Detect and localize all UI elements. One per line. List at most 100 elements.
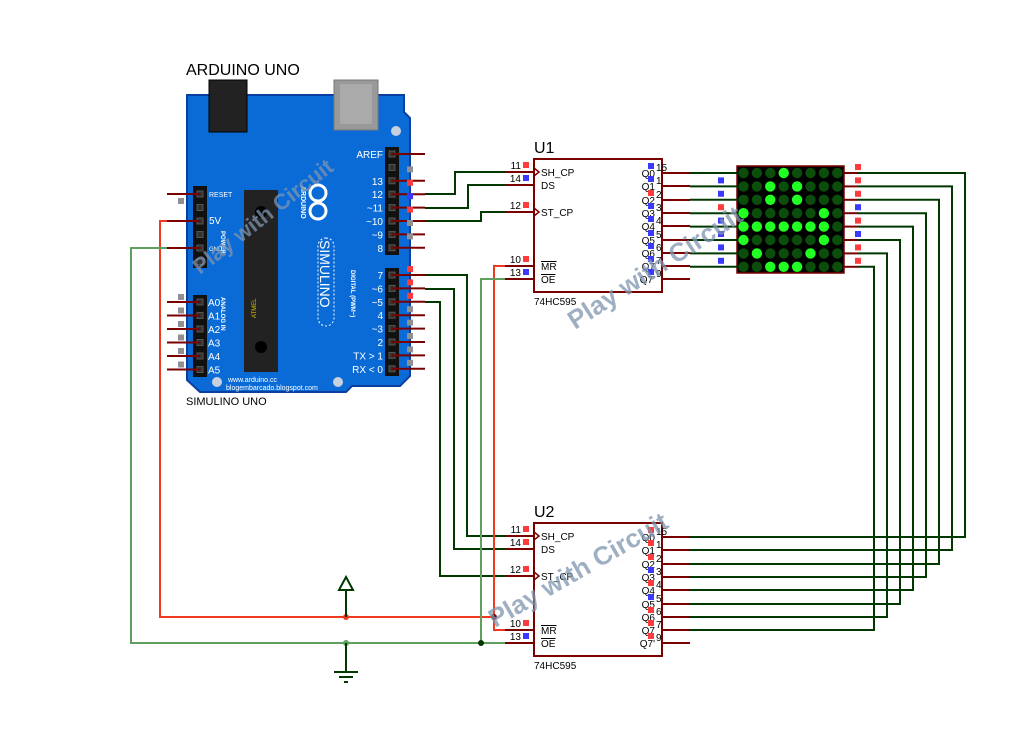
header-pin-5v[interactable]: 5V bbox=[167, 216, 222, 227]
header-pin-d9[interactable]: ~9 bbox=[372, 230, 425, 241]
pin-q7[interactable]: Q77 bbox=[642, 620, 690, 637]
led-on bbox=[765, 194, 776, 205]
header-pin-d6[interactable]: ~6 bbox=[372, 279, 425, 295]
pin-socket bbox=[388, 163, 396, 171]
logic-state-indicator bbox=[407, 306, 413, 313]
led-on bbox=[791, 221, 803, 232]
power-terminal[interactable] bbox=[337, 574, 355, 617]
pin-q4[interactable]: Q44 bbox=[642, 580, 690, 597]
header-pin-reset[interactable]: RESET bbox=[167, 190, 233, 204]
header-pin-d13[interactable]: 13 bbox=[372, 177, 425, 188]
wire-d7-shcp bbox=[425, 274, 505, 537]
pin-name: Q3 bbox=[642, 209, 656, 220]
header-pin-dgnd[interactable] bbox=[388, 163, 413, 173]
header-pin-d2[interactable]: 2 bbox=[377, 333, 425, 349]
mount-hole bbox=[391, 126, 401, 136]
chip-label: ATMEL bbox=[252, 298, 258, 318]
logic-state-indicator bbox=[648, 216, 654, 222]
pin-q1[interactable]: Q11 bbox=[642, 540, 690, 557]
shift-register-u1[interactable]: U174HC59511SH_CP14DS12ST_CP10MR13OEQ015Q… bbox=[505, 140, 690, 308]
pin-number: 3 bbox=[656, 203, 662, 214]
led-on bbox=[818, 208, 830, 219]
pin-q3[interactable]: Q33 bbox=[642, 203, 690, 220]
led-off bbox=[751, 261, 763, 272]
arduino-logo: ARDUINO bbox=[299, 183, 328, 221]
pin-q7[interactable]: Q77 bbox=[642, 256, 690, 273]
logic-state-indicator bbox=[648, 607, 654, 613]
pin-number: 12 bbox=[510, 565, 522, 576]
logic-state-indicator bbox=[648, 540, 654, 546]
led-matrix[interactable] bbox=[690, 164, 861, 274]
logic-state-indicator bbox=[648, 243, 654, 249]
header-pin-a2[interactable]: A2 bbox=[167, 321, 221, 336]
header-pin-d12[interactable]: 12 bbox=[372, 190, 425, 201]
brand-outline bbox=[317, 237, 335, 327]
pin-name: Q7 bbox=[642, 262, 656, 273]
arduino-board[interactable]: ARDUINO UNO ATMEL ARDUINO SIMULINO POWER… bbox=[167, 62, 425, 408]
pin-q1[interactable]: Q11 bbox=[642, 176, 690, 193]
header-pin-a5[interactable]: A5 bbox=[167, 361, 221, 377]
led-on bbox=[751, 248, 763, 259]
pin-q5[interactable]: Q55 bbox=[642, 594, 690, 611]
header-pin-nc[interactable] bbox=[196, 258, 204, 265]
header-pin-nc[interactable] bbox=[196, 231, 204, 238]
ground-terminal[interactable] bbox=[334, 643, 358, 683]
header-pin-d3[interactable]: ~3 bbox=[372, 319, 425, 336]
header-pin-d7[interactable]: 7 bbox=[377, 266, 425, 282]
shift-register-u2[interactable]: U274HC59511SH_CP14DS12ST_CP10MR13OEQ015Q… bbox=[505, 504, 690, 672]
logic-state-indicator bbox=[648, 190, 654, 196]
analog-header bbox=[193, 295, 207, 377]
led-on bbox=[751, 221, 763, 232]
wire-d12-shcp bbox=[425, 171, 505, 195]
header-pin-a4[interactable]: A4 bbox=[167, 348, 221, 363]
pin-q7-prime[interactable]: Q7'9 bbox=[640, 269, 690, 286]
chip-dot bbox=[255, 341, 267, 353]
header-pin-a1[interactable]: A1 bbox=[167, 307, 221, 323]
header-pin-d8[interactable]: 8 bbox=[377, 244, 425, 255]
pin-q6[interactable]: Q66 bbox=[642, 607, 690, 624]
wire-5v-mr bbox=[493, 617, 505, 631]
led-off bbox=[778, 181, 789, 192]
logic-state-indicator bbox=[178, 198, 184, 204]
header-pin-gnd[interactable]: GND bbox=[167, 244, 223, 253]
usb-port-inner bbox=[340, 84, 372, 124]
led-off bbox=[765, 208, 776, 219]
header-pin-d11[interactable]: ~11 bbox=[367, 204, 425, 215]
header-pin-d10[interactable]: ~10 bbox=[366, 217, 425, 228]
pin-q2[interactable]: Q22 bbox=[642, 554, 690, 571]
led-off bbox=[765, 167, 776, 179]
led-off bbox=[751, 194, 763, 205]
logic-state-indicator bbox=[178, 321, 184, 327]
header-pin-d1[interactable]: TX > 1 bbox=[353, 346, 425, 362]
header-pin-a0[interactable]: A0 bbox=[167, 294, 221, 309]
led-off bbox=[832, 167, 843, 179]
pin-q7-prime[interactable]: Q7'9 bbox=[640, 633, 690, 650]
pin-q2[interactable]: Q22 bbox=[642, 190, 690, 207]
header-pin-d5[interactable]: ~5 bbox=[372, 292, 425, 309]
wire-column-6 bbox=[690, 252, 888, 618]
header-pin-nc[interactable] bbox=[196, 204, 204, 211]
led-off bbox=[778, 248, 789, 259]
chip-ref: U2 bbox=[534, 504, 555, 521]
pin-q5[interactable]: Q55 bbox=[642, 230, 690, 247]
pin-q3[interactable]: Q33 bbox=[642, 567, 690, 584]
header-pin-d0[interactable]: RX < 0 bbox=[352, 359, 425, 376]
header-pin-a3[interactable]: A3 bbox=[167, 334, 221, 350]
pin-q4[interactable]: Q44 bbox=[642, 216, 690, 233]
pin-q6[interactable]: Q66 bbox=[642, 243, 690, 260]
mount-hole bbox=[212, 377, 222, 387]
header-pin-daref[interactable]: AREF bbox=[356, 150, 425, 161]
header-pin-d4[interactable]: 4 bbox=[377, 306, 425, 322]
